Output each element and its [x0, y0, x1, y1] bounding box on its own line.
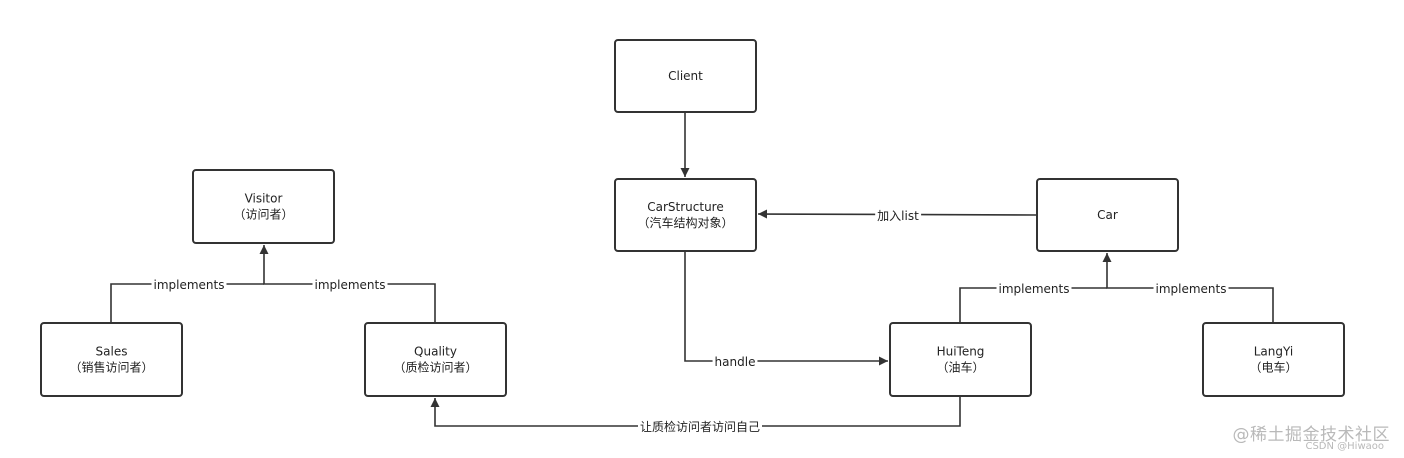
node-label-car-structure: CarStructure — [647, 200, 724, 214]
node-label-langyi: （电车） — [1249, 360, 1297, 375]
node-box-visitor — [192, 169, 335, 244]
node-label-visitor: Visitor — [245, 192, 283, 206]
edge-label-bg — [712, 354, 758, 370]
node-label-quality: Quality — [414, 345, 457, 359]
edge-label-carstructure-to-huiteng: handle — [715, 355, 756, 369]
node-client: Client — [614, 39, 757, 113]
node-label-client: Client — [668, 69, 703, 83]
edge-label-huiteng-to-car: implements — [999, 282, 1070, 296]
node-label-huiteng: HuiTeng — [937, 345, 985, 359]
edge-carstructure-to-huiteng: handle — [684, 251, 888, 370]
edge-label-bg — [1153, 281, 1229, 297]
edge-langyi-to-car: implements — [1102, 253, 1274, 323]
node-car: Car — [1036, 178, 1179, 252]
node-visitor: Visitor （访问者） — [192, 169, 335, 244]
edge-label-bg — [312, 277, 388, 293]
node-label-car-structure: （汽车结构对象） — [637, 215, 733, 230]
edge-label-langyi-to-car: implements — [1156, 282, 1227, 296]
node-box-quality — [364, 322, 507, 397]
node-huiteng: HuiTeng（油车） — [889, 322, 1032, 397]
node-label-visitor: （访问者） — [233, 208, 293, 222]
edge-line-carstructure-to-huiteng — [684, 251, 888, 366]
edge-huiteng-to-quality: 让质检访问者访问自己 — [430, 396, 961, 435]
edge-label-quality-to-visitor: implements — [315, 278, 386, 292]
edge-label-bg — [875, 208, 922, 224]
edge-label-bg — [996, 281, 1072, 297]
edge-huiteng-to-car: implements — [959, 281, 1107, 323]
edge-label-car-to-carstructure: 加入list — [877, 209, 919, 223]
node-box-sales — [40, 322, 183, 397]
node-sales: Sales（销售访问者） — [40, 322, 183, 397]
edge-label-bg — [151, 277, 227, 293]
node-box-car — [1036, 178, 1179, 252]
node-label-sales: （销售访问者） — [69, 360, 153, 375]
watermark-juejin: @稀土掘金技术社区 — [1232, 425, 1390, 445]
node-box-huiteng — [889, 322, 1032, 397]
node-label-langyi: LangYi — [1254, 345, 1294, 359]
node-box-client — [614, 39, 757, 113]
edge-quality-to-visitor: implements — [259, 245, 436, 323]
node-langyi: LangYi（电车） — [1202, 322, 1345, 397]
node-car-structure: CarStructure（汽车结构对象） — [614, 178, 757, 252]
node-box-langyi — [1202, 322, 1345, 397]
node-label-huiteng: （油车） — [936, 360, 984, 375]
node-quality: Quality（质检访问者） — [364, 322, 507, 397]
edge-label-huiteng-to-quality: 让质检访问者访问自己 — [640, 419, 760, 434]
node-label-sales: Sales — [96, 345, 128, 359]
edge-car-to-carstructure: 加入list — [757, 208, 1038, 224]
node-box-car-structure — [614, 178, 757, 252]
node-label-quality: （质检访问者） — [393, 360, 477, 375]
node-label-car: Car — [1097, 208, 1118, 222]
edge-sales-to-visitor: implements — [110, 277, 264, 323]
edge-label-sales-to-visitor: implements — [154, 278, 225, 292]
watermark-csdn: CSDN @Hiwaoo — [1305, 441, 1384, 452]
edge-label-bg — [637, 418, 763, 435]
